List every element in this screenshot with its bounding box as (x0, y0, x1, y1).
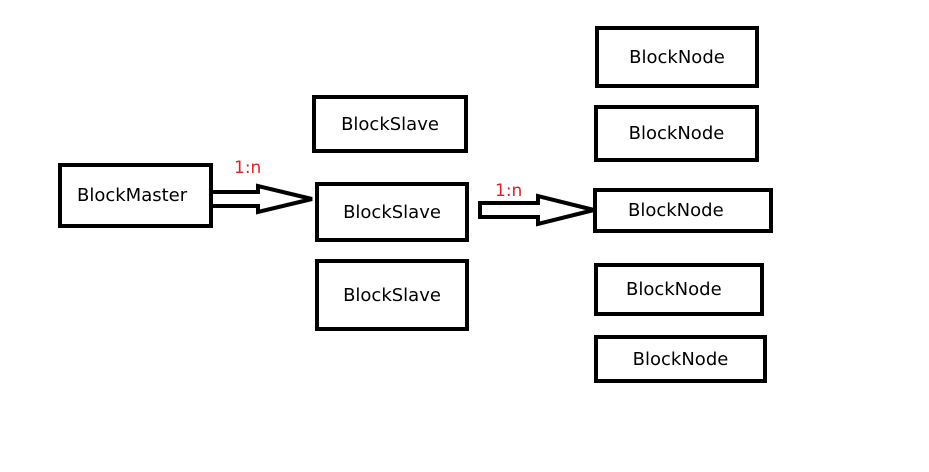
block-node-box: BlockNode (594, 335, 767, 383)
master-slave-relation-label: 1:n (234, 158, 262, 178)
block-node-label: BlockNode (628, 200, 724, 221)
block-node-label: BlockNode (626, 279, 722, 300)
block-slave-label: BlockSlave (341, 113, 439, 135)
block-node-box: BlockNode (594, 105, 759, 162)
block-node-box: BlockNode (594, 263, 764, 316)
block-node-label: BlockNode (629, 46, 725, 68)
slave-to-node-arrow (478, 193, 595, 227)
block-slave-box: BlockSlave (315, 259, 469, 331)
block-slave-box: BlockSlave (315, 182, 469, 242)
block-node-label: BlockNode (628, 123, 725, 144)
block-master-label: BlockMaster (77, 185, 188, 206)
block-node-box: BlockNode (593, 188, 773, 233)
slave-node-relation-label: 1:n (495, 181, 523, 201)
block-node-label: BlockNode (632, 348, 729, 370)
block-master-box: BlockMaster (58, 163, 213, 228)
block-slave-label: BlockSlave (343, 284, 441, 306)
block-slave-label: BlockSlave (343, 201, 441, 223)
block-slave-box: BlockSlave (312, 95, 468, 153)
block-node-box: BlockNode (595, 26, 759, 88)
master-to-slave-arrow (204, 183, 313, 215)
